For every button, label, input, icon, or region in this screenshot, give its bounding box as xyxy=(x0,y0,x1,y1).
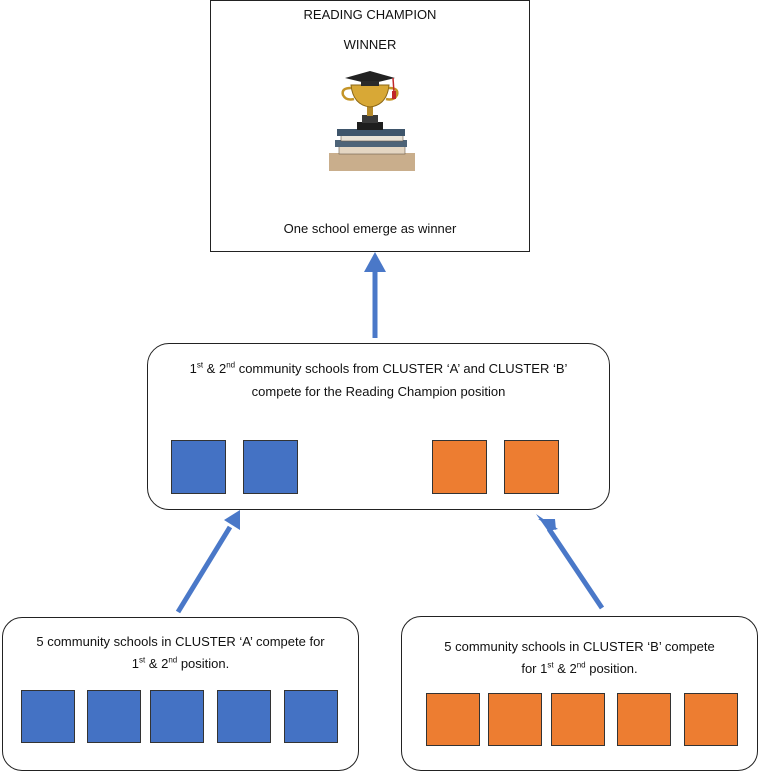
arrow-final-to-champion xyxy=(364,252,386,338)
final-school-b1 xyxy=(432,440,487,494)
cluster-a-text-line-1: 5 community schools in CLUSTER ‘A’ compe… xyxy=(36,634,325,649)
cluster-b-school-5 xyxy=(684,693,738,746)
cluster-b-school-1 xyxy=(426,693,480,746)
cluster-a-school-2 xyxy=(87,690,141,743)
arrow-cluster-b-to-final xyxy=(536,514,605,610)
cluster-b-school-2 xyxy=(488,693,542,746)
champion-title: READING CHAMPION xyxy=(303,7,437,22)
final-school-b2 xyxy=(504,440,559,494)
cluster-b-school-4 xyxy=(617,693,671,746)
champion-subtitle: WINNER xyxy=(343,37,397,52)
cluster-a-text-line-2: 1st & 2nd position. xyxy=(131,655,230,671)
champion-box: READING CHAMPION WINNER One school emerg… xyxy=(210,0,530,252)
final-school-a1 xyxy=(171,440,226,494)
final-school-a2 xyxy=(243,440,298,494)
champion-caption: One school emerge as winner xyxy=(283,221,457,236)
arrow-cluster-a-to-final xyxy=(175,510,240,614)
cluster-b-school-3 xyxy=(551,693,605,746)
final-round-text-line-1: 1st & 2nd community schools from CLUSTER… xyxy=(189,360,568,376)
cluster-b-text-line-1: 5 community schools in CLUSTER ‘B’ compe… xyxy=(444,639,715,654)
cluster-a-school-3 xyxy=(150,690,204,743)
trophy-icon xyxy=(329,71,415,171)
final-round-text-line-2: compete for the Reading Champion positio… xyxy=(251,384,506,399)
cluster-a-school-1 xyxy=(21,690,75,743)
cluster-b-text-line-2: for 1st & 2nd position. xyxy=(521,660,638,676)
cluster-a-school-4 xyxy=(217,690,271,743)
cluster-a-school-5 xyxy=(284,690,338,743)
